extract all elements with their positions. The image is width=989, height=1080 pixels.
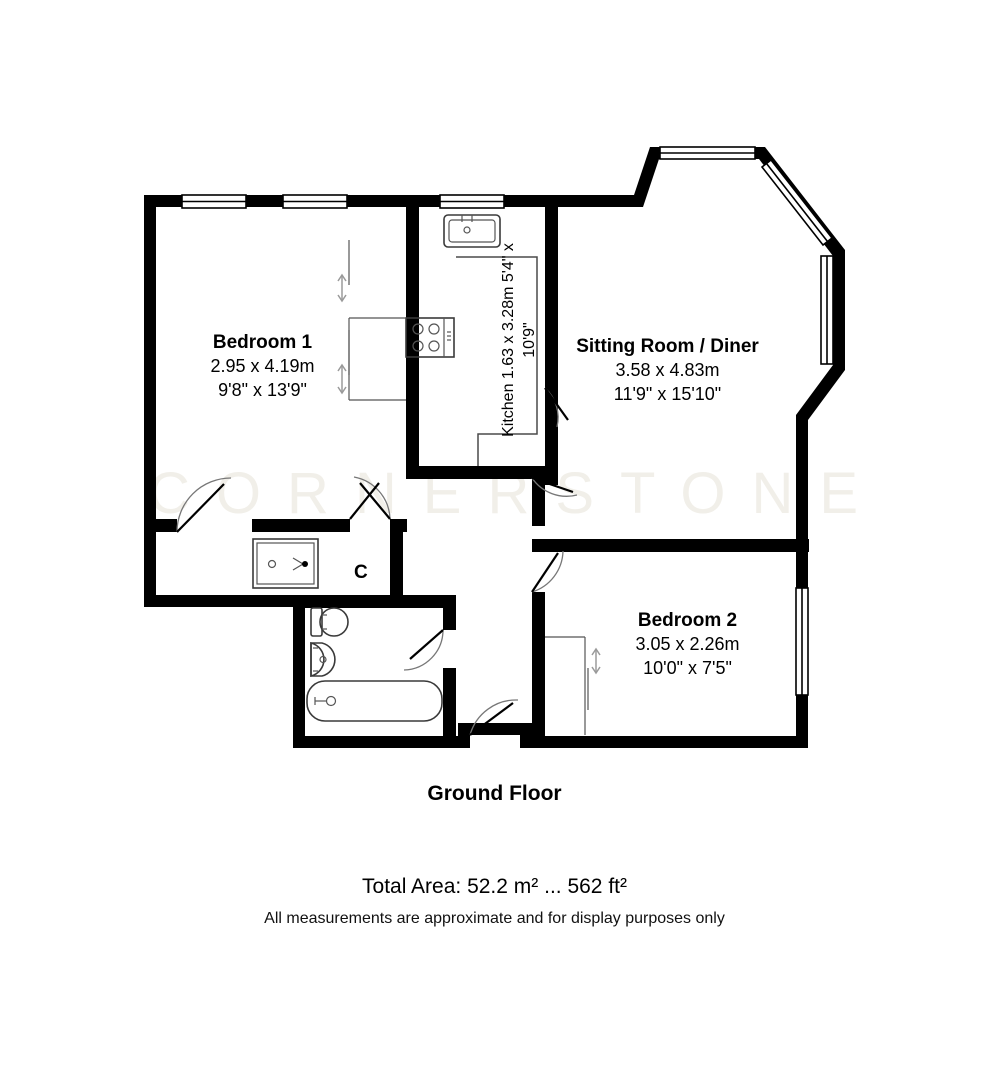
bedroom1-wardrobe-upper (337, 240, 350, 303)
door-bathroom (403, 629, 444, 671)
partition-kitchen-sitting (545, 195, 558, 485)
cupboard-label: C (354, 562, 368, 583)
door-bedroom1 (176, 477, 232, 533)
partition-cupboard-right (390, 519, 403, 599)
partition-hall-shower-top (252, 519, 350, 532)
disclaimer-text: All measurements are approximate and for… (264, 910, 725, 927)
bedroom1-wardrobe-lower (337, 317, 406, 401)
room-dim-imperial-sitting-room-diner: 11'9" x 15'10" (613, 383, 722, 404)
room-dim-metric-bedroom-1: 2.95 x 4.19m (210, 356, 315, 377)
footer: Ground Floor Total Area: 52.2 m² ... 562… (0, 780, 989, 927)
partition-hall-sitting-upper (532, 478, 545, 526)
partition-kitchen-bottom (406, 466, 558, 479)
bath-tub-icon (306, 680, 443, 722)
window-bay-diagonal (760, 158, 834, 247)
total-area-text: Total Area: 52.2 m² ... 562 ft² (362, 875, 627, 898)
kitchen-hob-icon (405, 317, 455, 358)
kitchen-worktop-outline (456, 256, 538, 466)
room-dim-metric-bedroom-2: 3.05 x 2.26m (635, 634, 740, 655)
bedroom2-wardrobe (545, 636, 601, 735)
room-label-bedroom-1: Bedroom 1 2.95 x 4.19m 9'8" x 13'9" (155, 330, 370, 403)
room-name-kitchen: Kitchen (499, 383, 517, 437)
window-bedroom1-left (181, 194, 247, 209)
partition-bedroom1-kitchen (406, 195, 419, 478)
door-sitting-room (531, 476, 578, 497)
window-kitchen (439, 194, 505, 209)
partition-hall-left-stub (144, 519, 177, 532)
room-dim-imperial-bedroom-2: 10'0" x 7'5" (643, 657, 732, 678)
door-cupboard (349, 476, 391, 520)
toilet-icon (310, 607, 349, 637)
window-bedroom2-right (795, 587, 809, 696)
partition-sitting-bedroom2 (532, 539, 809, 552)
room-name-bedroom-1: Bedroom 1 (212, 332, 313, 353)
room-label-bedroom-2: Bedroom 2 3.05 x 2.26m 10'0" x 7'5" (585, 608, 790, 681)
door-kitchen (544, 387, 569, 428)
shower-cubicle-icon (252, 538, 319, 589)
window-sitting-right (820, 255, 834, 365)
partition-bathroom-right-lower (443, 668, 456, 748)
room-label-sitting-room-diner: Sitting Room / Diner 3.58 x 4.83m 11'9" … (565, 334, 770, 407)
door-entrance (469, 699, 519, 736)
partition-bathroom-top-right (407, 595, 456, 608)
wash-basin-icon (310, 641, 336, 678)
room-dim-imperial-bedroom-1: 9'8" x 13'9" (218, 379, 307, 400)
door-bedroom2 (531, 550, 564, 593)
partition-hall-bedroom2 (532, 592, 545, 748)
floor-title: Ground Floor (427, 782, 562, 805)
window-bedroom1-right (282, 194, 348, 209)
room-name-bedroom-2: Bedroom 2 (637, 610, 738, 631)
partition-bathroom-top (293, 595, 407, 608)
window-bay-top (659, 146, 756, 160)
room-name-sitting-room-diner: Sitting Room / Diner (576, 336, 759, 357)
room-dim-metric-kitchen: 1.63 x 3.28m (499, 286, 517, 380)
kitchen-sink-icon (443, 214, 501, 248)
room-dim-metric-sitting-room-diner: 3.58 x 4.83m (615, 360, 720, 381)
